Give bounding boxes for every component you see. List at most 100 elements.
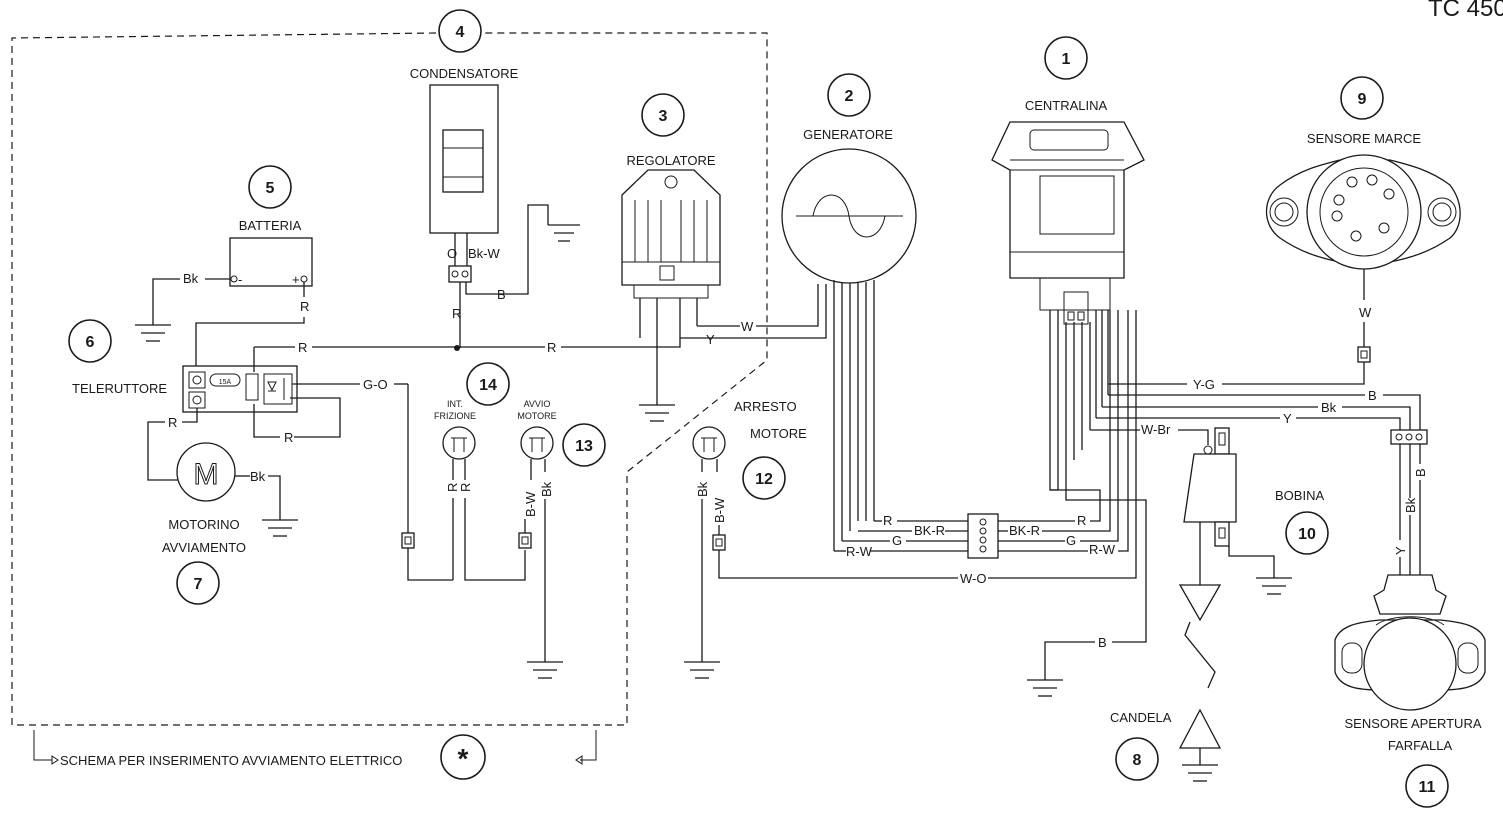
svg-text:BK-R: BK-R: [914, 523, 945, 538]
number-marker-12: [742, 456, 786, 500]
motorino-avviamento: M Bk MOTORINO AVVIAMENTO 7: [162, 442, 298, 605]
int-frizione: 14 INT. FRIZIONE R R: [401, 362, 526, 581]
svg-text:R: R: [284, 430, 293, 445]
label-generatore: GENERATORE: [803, 127, 893, 142]
label-teleruttore: TELERUTTORE: [72, 381, 167, 396]
svg-text:Bk: Bk: [1403, 497, 1418, 513]
centralina: 1 CENTRALINA B W-Br: [991, 36, 1209, 697]
legend-note: SCHEMA PER INSERIMENTO AVVIAMENTO ELETTR…: [33, 730, 597, 780]
svg-text:B: B: [1413, 468, 1428, 477]
svg-text:W: W: [1359, 305, 1372, 320]
number-marker-1: [1044, 36, 1088, 80]
svg-text:M: M: [194, 458, 219, 491]
svg-text:R: R: [298, 340, 307, 355]
svg-text:AVVIO: AVVIO: [524, 399, 551, 409]
label-motorino: MOTORINO: [168, 517, 239, 532]
number-marker-7: [176, 561, 220, 605]
svg-text:R: R: [300, 299, 309, 314]
number-marker-4: [438, 9, 482, 53]
model-title: TC 450-510: [1428, 0, 1503, 22]
svg-text:R: R: [168, 415, 177, 430]
number-13: 13: [575, 438, 593, 455]
label-arresto: ARRESTO: [734, 399, 797, 414]
number-14: 14: [479, 377, 497, 394]
number-marker-13: [562, 423, 606, 467]
svg-text:R: R: [547, 340, 556, 355]
label-sensore-marce: SENSORE MARCE: [1307, 131, 1421, 146]
number-10: 10: [1298, 526, 1316, 543]
svg-text:Bk: Bk: [1321, 400, 1337, 415]
svg-text:FRIZIONE: FRIZIONE: [434, 411, 476, 421]
number-6: 6: [86, 334, 95, 351]
number-marker-9: [1340, 76, 1384, 120]
number-8: 8: [1133, 752, 1142, 769]
label-motore: MOTORE: [750, 426, 807, 441]
svg-text:Y: Y: [1283, 411, 1292, 426]
sensore-marce: 9 SENSORE MARCE W Y-G: [1108, 76, 1461, 392]
number-4: 4: [456, 24, 465, 41]
legend-note-text: SCHEMA PER INSERIMENTO AVVIAMENTO ELETTR…: [60, 753, 402, 768]
number-marker-3: [641, 93, 685, 137]
teleruttore: 6 TELERUTTORE 15A G-O R R: [68, 319, 408, 481]
asterisk-marker: [440, 734, 486, 780]
asterisk-text: *: [458, 743, 469, 774]
svg-text:G: G: [892, 533, 902, 548]
svg-text:B: B: [497, 287, 506, 302]
label-condensatore: CONDENSATORE: [410, 66, 519, 81]
svg-text:G-O: G-O: [363, 377, 388, 392]
number-12: 12: [755, 471, 773, 488]
svg-text:15A: 15A: [219, 379, 232, 386]
svg-text:W-O: W-O: [960, 571, 986, 586]
generator-connector: R BK-R G R-W BK-R R G R-W: [834, 330, 1129, 559]
svg-text:W: W: [741, 319, 754, 334]
svg-text:R: R: [883, 513, 892, 528]
svg-text:G: G: [1066, 533, 1076, 548]
electric-start-region: [11, 32, 768, 726]
number-marker-10: [1285, 511, 1329, 555]
number-3: 3: [659, 108, 668, 125]
label-bobina: BOBINA: [1275, 488, 1324, 503]
number-marker-8: [1115, 737, 1159, 781]
sensore-apertura-farfalla: SENSORE APERTURA FARFALLA 11: [1334, 574, 1486, 808]
svg-text:Bk: Bk: [183, 271, 199, 286]
number-1: 1: [1062, 51, 1071, 68]
number-marker-14: [466, 362, 510, 406]
condensatore: 4 CONDENSATORE O Bk-W R B: [410, 9, 580, 348]
svg-text:Y: Y: [1393, 546, 1408, 555]
svg-text:R: R: [458, 483, 473, 492]
label-farfalla: FARFALLA: [1388, 738, 1453, 753]
number-9: 9: [1358, 91, 1367, 108]
svg-text:MOTORE: MOTORE: [517, 411, 556, 421]
svg-text:R: R: [452, 306, 461, 321]
label-candela: CANDELA: [1110, 710, 1172, 725]
regolatore: 3 REGOLATORE W Y: [621, 93, 827, 422]
number-11: 11: [1419, 779, 1436, 796]
svg-text:B: B: [1098, 635, 1107, 650]
label-centralina: CENTRALINA: [1025, 98, 1108, 113]
svg-text:Bk: Bk: [539, 481, 554, 497]
svg-text:R-W: R-W: [846, 544, 873, 559]
svg-text:R: R: [445, 483, 460, 492]
svg-text:B-W: B-W: [523, 491, 538, 517]
svg-text:Bk: Bk: [695, 481, 710, 497]
svg-text:O: O: [447, 246, 457, 261]
throttle-sensor-wires: B Bk Y B Bk Y: [1096, 388, 1428, 575]
svg-text:Y: Y: [706, 332, 715, 347]
svg-text:Bk: Bk: [250, 469, 266, 484]
label-regolatore: REGOLATORE: [626, 153, 715, 168]
batteria: 5 BATTERIA - + Bk R: [135, 165, 313, 378]
candela: CANDELA 8: [1110, 708, 1222, 782]
main-r-wire: R R: [254, 337, 720, 355]
label-sensore-apertura: SENSORE APERTURA: [1344, 716, 1481, 731]
svg-text:INT.: INT.: [447, 399, 463, 409]
number-marker-6: [68, 319, 112, 363]
svg-text:BK-R: BK-R: [1009, 523, 1040, 538]
number-2: 2: [845, 88, 854, 105]
number-marker-2: [827, 73, 871, 117]
number-marker-11: [1405, 764, 1449, 808]
generatore: 2 GENERATORE: [781, 73, 917, 551]
svg-text:Bk-W: Bk-W: [468, 246, 501, 261]
avvio-motore: AVVIO MOTORE 13 B-W Bk: [517, 399, 606, 679]
svg-text:R-W: R-W: [1089, 542, 1116, 557]
